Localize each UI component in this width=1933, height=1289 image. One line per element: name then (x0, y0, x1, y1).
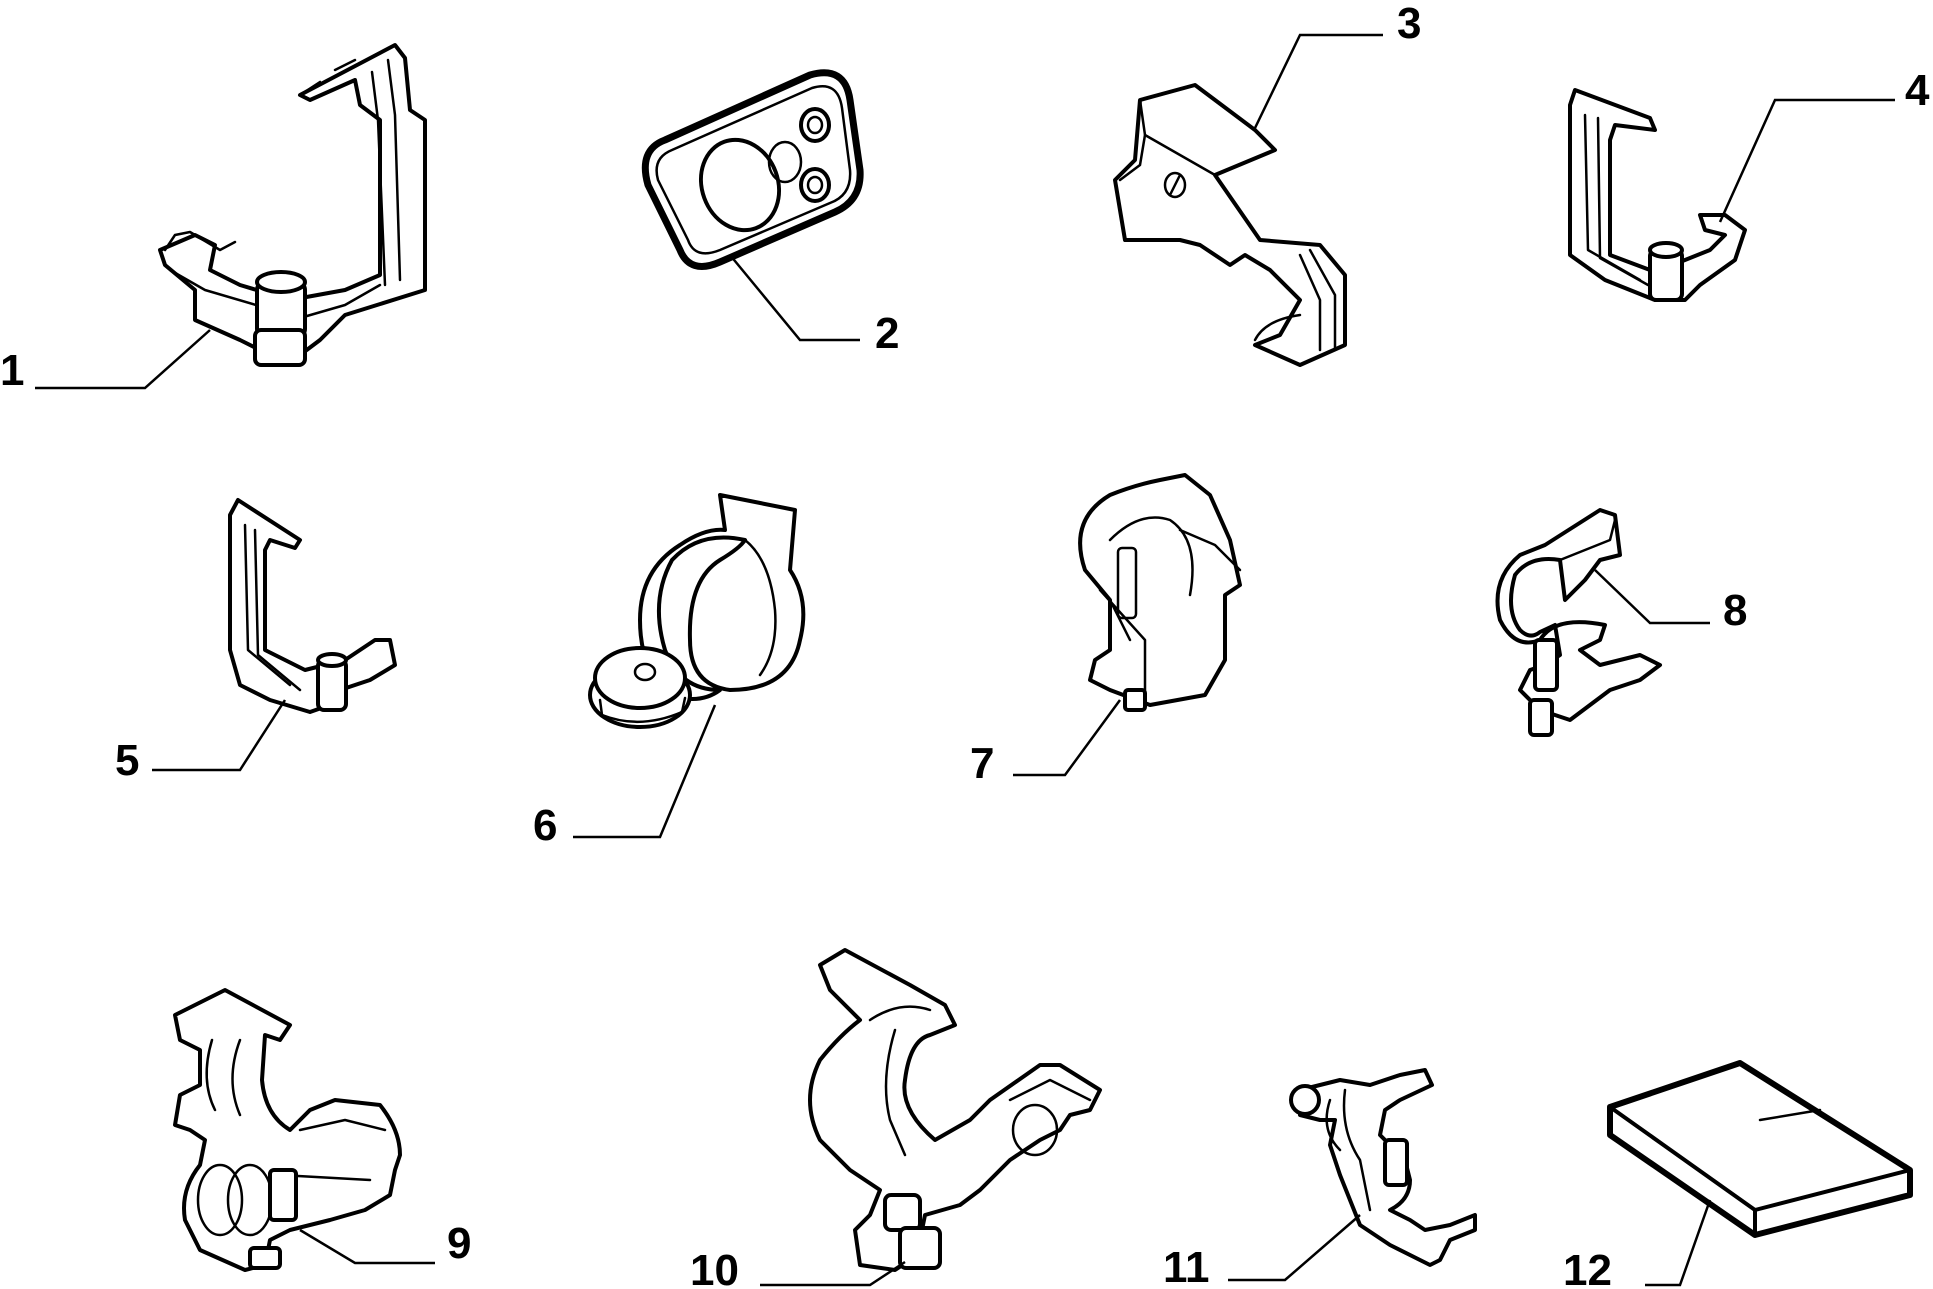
leader-line-9 (299, 1228, 435, 1265)
callout-label-1: 1 (0, 346, 24, 395)
callout-label-6: 6 (533, 801, 557, 850)
leader-line-6 (573, 704, 717, 839)
part-12-flat-pad (1607, 1060, 1913, 1238)
part-8-split-clip (1495, 508, 1662, 737)
callout-label-9: 9 (447, 1219, 471, 1268)
part-5-bracket-clip (228, 498, 397, 714)
callout-label-12: 12 (1563, 1246, 1612, 1289)
part-11-small-dual-clip (1289, 1068, 1477, 1267)
part-10-y-cable-clip (808, 948, 1102, 1272)
callout-label-7: 7 (970, 739, 994, 788)
callout-label-5: 5 (115, 736, 139, 785)
leader-line-4 (1718, 98, 1895, 223)
leader-line-3 (1253, 33, 1383, 129)
part-7-cable-holder (1078, 473, 1242, 712)
part-3-mounting-bracket (1113, 83, 1347, 367)
leader-line-11 (1228, 1214, 1361, 1282)
leader-line-12 (1645, 1199, 1712, 1287)
callout-label-4: 4 (1905, 66, 1930, 115)
callout-label-2: 2 (875, 309, 899, 358)
leader-line-1 (35, 329, 211, 390)
leader-line-2 (729, 254, 860, 342)
part-1-bracket-clip (158, 43, 427, 367)
part-4-small-bracket-clip (1568, 88, 1747, 302)
leader-line-8 (1594, 569, 1710, 625)
leader-line-10 (760, 1260, 906, 1287)
leader-line-5 (152, 699, 287, 772)
callout-label-11: 11 (1163, 1243, 1210, 1289)
callout-label-10: 10 (690, 1246, 739, 1289)
leader-lines (35, 33, 1895, 1287)
part-6-band-clamp (588, 493, 806, 729)
leader-line-7 (1013, 699, 1122, 777)
part-9-double-cable-clip (173, 988, 402, 1272)
callout-label-8: 8 (1723, 586, 1747, 635)
part-2-grommet-plate (641, 69, 864, 270)
callout-label-3: 3 (1397, 0, 1421, 48)
